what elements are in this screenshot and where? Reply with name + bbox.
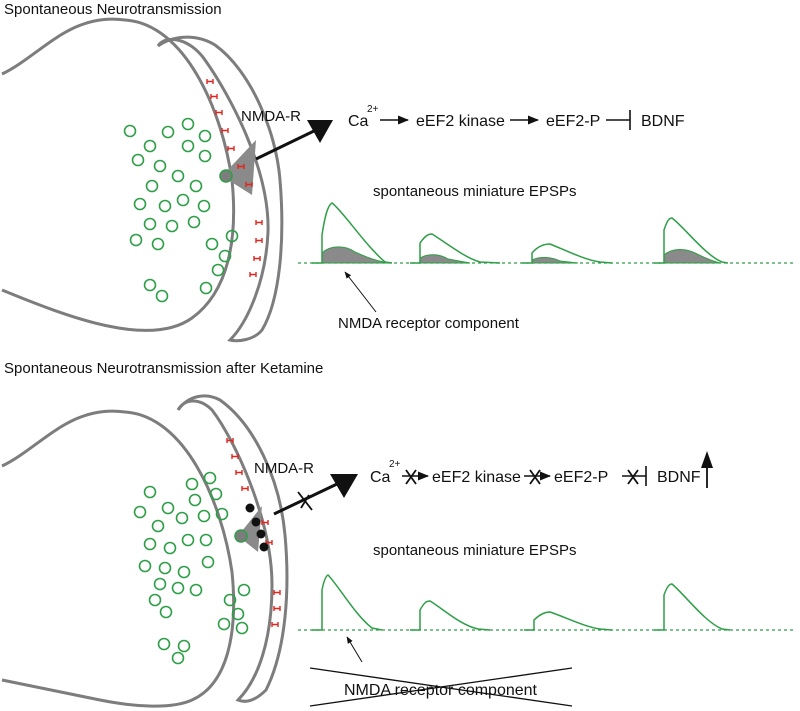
epsp-4 bbox=[654, 583, 731, 631]
activation-arrow bbox=[255, 128, 317, 161]
receptor-label: NMDA-R bbox=[254, 460, 314, 477]
epsp-1 bbox=[312, 574, 383, 631]
panel-ketamine: Spontaneous Neurotransmission after Keta… bbox=[1, 360, 795, 708]
kinase-label: eEF2 kinase bbox=[416, 113, 505, 130]
epsp-trace bbox=[298, 202, 795, 264]
calcium-charge: 2+ bbox=[389, 459, 401, 470]
calcium-label: Ca bbox=[370, 469, 391, 486]
component-label: NMDA receptor component bbox=[344, 682, 538, 699]
component-label: NMDA receptor component bbox=[338, 315, 520, 332]
postsynaptic-membrane bbox=[176, 394, 289, 703]
component-crossed-out bbox=[309, 667, 573, 707]
activation-arrowhead bbox=[330, 474, 358, 498]
nmda-component-1 bbox=[321, 246, 391, 264]
fusing-vesicle bbox=[219, 169, 233, 183]
panel-title: Spontaneous Neurotransmission after Keta… bbox=[4, 360, 323, 377]
release-site bbox=[238, 506, 262, 552]
trace-label: spontaneous miniature EPSPs bbox=[373, 542, 576, 559]
phospho-label: eEF2-P bbox=[554, 469, 608, 486]
kinase-label: eEF2 kinase bbox=[432, 469, 521, 486]
activation-arrowhead bbox=[307, 120, 333, 143]
component-pointer bbox=[344, 271, 377, 313]
nmda-component-4 bbox=[663, 249, 721, 264]
epsp-3 bbox=[524, 611, 613, 631]
bdnf-increase-arrowhead bbox=[701, 451, 713, 468]
ketamine-molecules bbox=[245, 503, 269, 552]
release-site bbox=[222, 140, 256, 195]
postsynaptic-membrane bbox=[156, 35, 284, 343]
presynaptic-terminal bbox=[1, 409, 236, 708]
epsp-1 bbox=[312, 202, 393, 264]
calcium-charge: 2+ bbox=[367, 104, 379, 115]
fusing-vesicle bbox=[234, 529, 248, 543]
presynaptic-terminal bbox=[1, 17, 236, 332]
receptor-markers bbox=[206, 79, 263, 277]
calcium-label: Ca bbox=[348, 113, 369, 130]
receptor-label: NMDA-R bbox=[241, 108, 301, 125]
block-mark bbox=[529, 469, 541, 485]
nmda-component-2 bbox=[419, 254, 471, 264]
signaling-pathway: Ca 2+ eEF2 kinase eEF2-P BDNF bbox=[348, 104, 685, 130]
bdnf-label: BDNF bbox=[657, 469, 701, 486]
block-mark bbox=[405, 469, 417, 485]
trace-label: spontaneous miniature EPSPs bbox=[373, 183, 576, 200]
receptor-markers bbox=[226, 438, 281, 627]
phospho-label: eEF2-P bbox=[546, 113, 600, 130]
block-mark bbox=[627, 469, 639, 485]
block-mark bbox=[297, 491, 313, 511]
epsp-3 bbox=[522, 243, 613, 264]
inhibition-line bbox=[606, 110, 631, 130]
epsp-trace bbox=[298, 574, 795, 631]
panel-title: Spontaneous Neurotransmission bbox=[4, 1, 222, 18]
panel-spontaneous: Spontaneous Neurotransmission bbox=[1, 1, 795, 343]
bdnf-label: BDNF bbox=[641, 113, 685, 130]
synaptic-vesicles bbox=[133, 471, 251, 665]
component-pointer bbox=[346, 636, 363, 663]
epsp-4 bbox=[654, 217, 729, 264]
epsp-2 bbox=[410, 600, 491, 631]
nmda-component-3 bbox=[531, 257, 579, 264]
epsp-2 bbox=[410, 233, 501, 264]
synaptic-vesicles bbox=[123, 117, 239, 303]
signaling-pathway: Ca 2+ eEF2 kinase eEF2-P BDNF bbox=[370, 451, 713, 488]
